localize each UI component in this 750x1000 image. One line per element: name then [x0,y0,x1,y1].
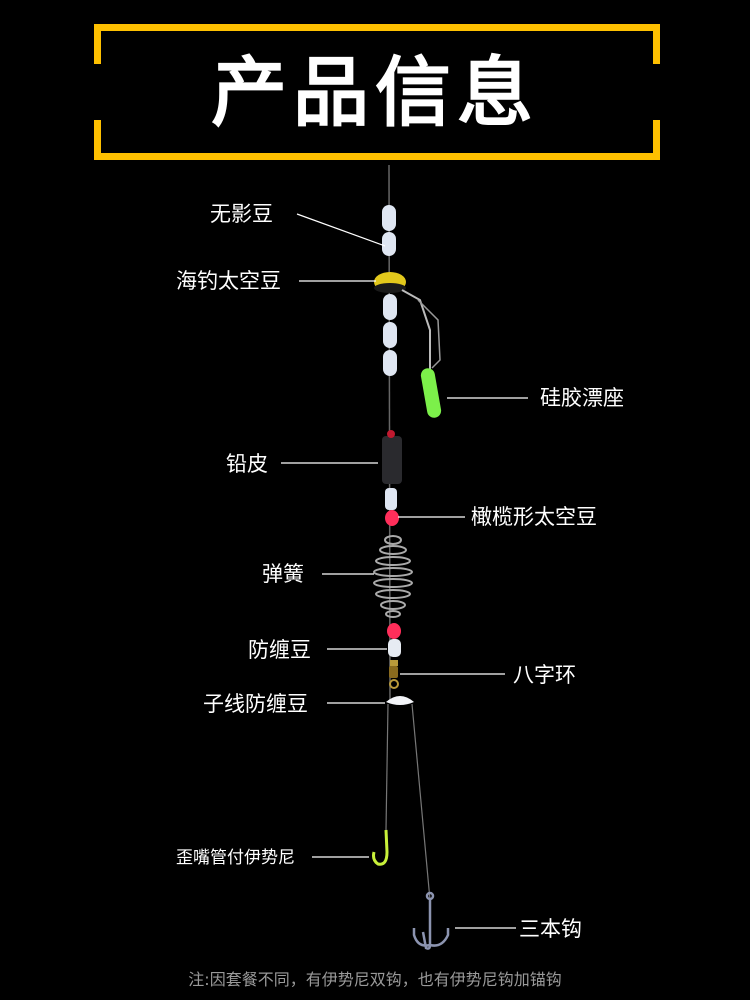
label-olive-space-bean: 橄榄形太空豆 [471,505,597,529]
label-ise-hook: 歪嘴管付伊势尼 [176,848,295,868]
label-treble-hook: 三本钩 [519,917,582,941]
label-space-bean: 海钓太空豆 [176,269,281,293]
label-leader-anti-tangle-bean: 子线防缠豆 [203,692,308,716]
footer-note: 注:因套餐不同，有伊势尼双钩，也有伊势尼钩加锚钩 [188,970,562,989]
label-lead-skin: 铅皮 [226,452,268,476]
label-anti-tangle-bean: 防缠豆 [248,638,311,662]
page-title: 产品信息 [211,48,539,137]
label-swivel: 八字环 [513,663,576,687]
label-spring: 弹簧 [262,562,304,586]
label-shadow-bead: 无影豆 [210,202,273,226]
title-frame [94,24,660,160]
label-float-seat: 硅胶漂座 [540,386,624,410]
